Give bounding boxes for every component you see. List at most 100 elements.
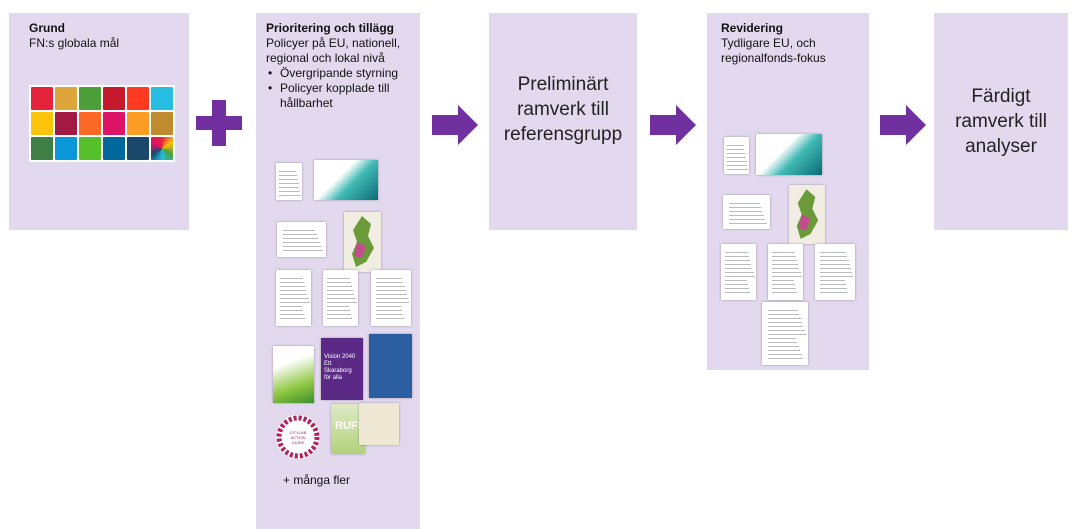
map-thumbnail bbox=[359, 403, 399, 445]
text-line bbox=[375, 278, 403, 279]
document-thumbnail bbox=[721, 244, 756, 300]
text-line bbox=[728, 219, 766, 220]
text-line bbox=[282, 234, 317, 235]
text-line bbox=[327, 310, 350, 311]
text-line bbox=[280, 294, 308, 295]
text-line bbox=[772, 280, 794, 281]
text-line bbox=[280, 314, 304, 315]
text-line bbox=[772, 276, 802, 277]
text-line bbox=[727, 165, 748, 166]
text-line bbox=[819, 268, 851, 269]
text-line bbox=[375, 286, 405, 287]
report-cover-thumbnail bbox=[369, 334, 412, 398]
sdg-goal-tile bbox=[79, 112, 101, 135]
text-line bbox=[327, 302, 357, 303]
text-line bbox=[327, 294, 355, 295]
citylab-guide-cover: CITYLAB ACTION GUIDE bbox=[276, 415, 320, 459]
text-line bbox=[725, 256, 750, 257]
text-line bbox=[327, 282, 352, 283]
text-line bbox=[819, 260, 849, 261]
text-line bbox=[279, 179, 298, 180]
bullet-item: Övergripande styrning bbox=[268, 66, 416, 81]
text-line bbox=[279, 183, 299, 184]
text-line bbox=[375, 290, 406, 291]
citylab-text: CITYLAB ACTION GUIDE bbox=[289, 430, 307, 445]
text-line bbox=[375, 318, 405, 319]
text-line bbox=[282, 250, 323, 251]
text-line bbox=[725, 260, 751, 261]
text-line bbox=[327, 306, 349, 307]
map-thumbnail bbox=[344, 212, 381, 272]
report-cover-thumbnail bbox=[756, 134, 822, 175]
text-line bbox=[280, 318, 306, 319]
text-line bbox=[279, 171, 297, 172]
text-line bbox=[772, 268, 800, 269]
arrow-right-icon bbox=[432, 105, 478, 145]
text-line bbox=[280, 306, 302, 307]
box-prioritering-footer: + många fler bbox=[283, 473, 351, 487]
text-line bbox=[767, 310, 798, 311]
text-line bbox=[819, 284, 846, 285]
text-line bbox=[767, 330, 805, 331]
text-line bbox=[282, 242, 320, 243]
box-fardigt-text: Färdigt ramverk till analyser bbox=[955, 86, 1047, 157]
text-line bbox=[725, 292, 751, 293]
sdg-goal-tile bbox=[103, 112, 125, 135]
sdg-goal-tile bbox=[127, 87, 149, 110]
text-line bbox=[375, 298, 409, 299]
document-thumbnail bbox=[371, 270, 411, 326]
text-line bbox=[772, 260, 798, 261]
box-revidering-text: Tydligare EU, och regionalfonds-fokus bbox=[721, 36, 826, 65]
text-line bbox=[327, 298, 356, 299]
text-line bbox=[728, 211, 763, 212]
text-line bbox=[767, 322, 803, 323]
box-preliminart bbox=[489, 13, 637, 230]
text-line bbox=[375, 310, 402, 311]
text-line bbox=[727, 169, 748, 170]
sdg-goal-tile bbox=[79, 87, 101, 110]
text-line bbox=[772, 288, 796, 289]
box-grund-text: FN:s globala mål bbox=[29, 36, 120, 50]
text-line bbox=[725, 268, 753, 269]
text-line bbox=[727, 157, 746, 158]
text-line bbox=[767, 326, 804, 327]
text-line bbox=[772, 264, 799, 265]
sdg-goal-tile bbox=[103, 137, 125, 160]
sdg-goal-tile bbox=[151, 137, 173, 160]
text-line bbox=[772, 292, 798, 293]
document-thumbnail bbox=[815, 244, 855, 300]
sdg-goal-tile bbox=[79, 137, 101, 160]
box-grund-title: Grund bbox=[29, 21, 65, 35]
text-line bbox=[772, 284, 795, 285]
report-cover-thumbnail bbox=[273, 346, 314, 403]
sdg-goal-tile bbox=[31, 137, 53, 160]
text-line bbox=[819, 272, 853, 273]
text-line bbox=[279, 175, 298, 176]
sdg-goal-tile bbox=[31, 87, 53, 110]
text-line bbox=[280, 290, 307, 291]
text-line bbox=[819, 280, 845, 281]
bullet-item: Policyer kopplade till hållbarhet bbox=[268, 81, 416, 111]
box-revidering-header: Revidering Tydligare EU, och regionalfon… bbox=[721, 21, 831, 66]
text-line bbox=[728, 223, 767, 224]
text-line bbox=[819, 276, 854, 277]
document-thumbnail bbox=[323, 270, 358, 326]
vision-2040-cover: Vision 2040 Ett Skaraborg för alla bbox=[321, 338, 363, 400]
text-line bbox=[728, 207, 762, 208]
text-line bbox=[772, 252, 796, 253]
vision-2040-text: Vision 2040 Ett Skaraborg för alla bbox=[324, 354, 356, 381]
document-thumbnail bbox=[276, 163, 302, 200]
box-prioritering-bullets: Övergripande styrning Policyer kopplade … bbox=[266, 66, 416, 111]
text-line bbox=[819, 256, 848, 257]
text-line bbox=[375, 306, 401, 307]
document-thumbnail bbox=[724, 137, 749, 174]
sdg-goal-tile bbox=[55, 137, 77, 160]
text-line bbox=[767, 350, 801, 351]
sdg-goal-tile bbox=[151, 87, 173, 110]
text-line bbox=[327, 290, 354, 291]
text-line bbox=[725, 276, 755, 277]
text-line bbox=[772, 256, 797, 257]
sdg-goal-tile bbox=[55, 112, 77, 135]
text-line bbox=[728, 203, 760, 204]
text-line bbox=[280, 286, 306, 287]
